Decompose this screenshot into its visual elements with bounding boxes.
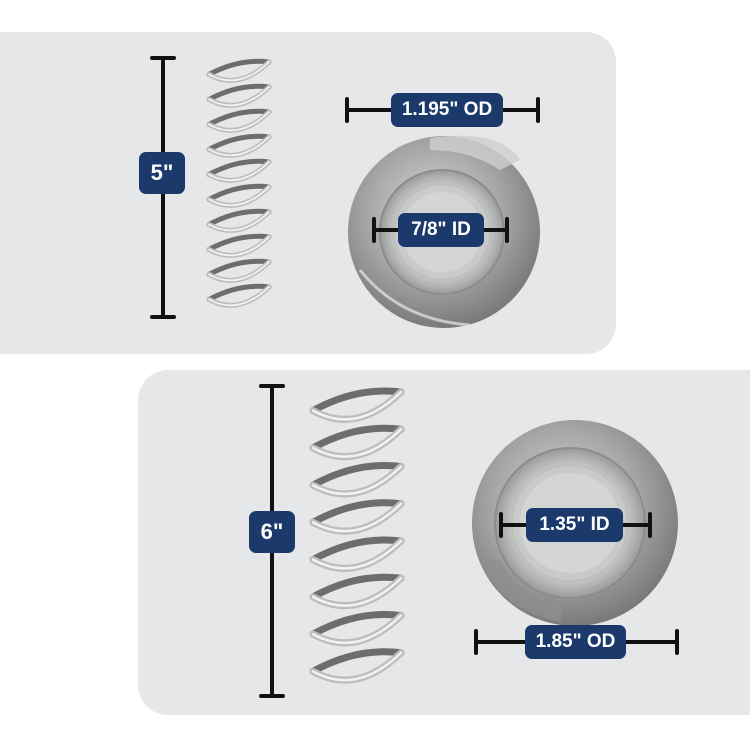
- small-spring-length-label: 5": [139, 152, 185, 194]
- large-spring-length-label: 6": [249, 511, 295, 553]
- large-spring-od-label: 1.85" OD: [525, 625, 626, 659]
- large-spring-image: [309, 387, 405, 684]
- small-spring-image: [206, 58, 272, 308]
- large-spring-id-label: 1.35" ID: [526, 508, 623, 542]
- small-spring-od-label: 1.195" OD: [391, 93, 503, 127]
- small-spring-id-label: 7/8" ID: [398, 213, 484, 247]
